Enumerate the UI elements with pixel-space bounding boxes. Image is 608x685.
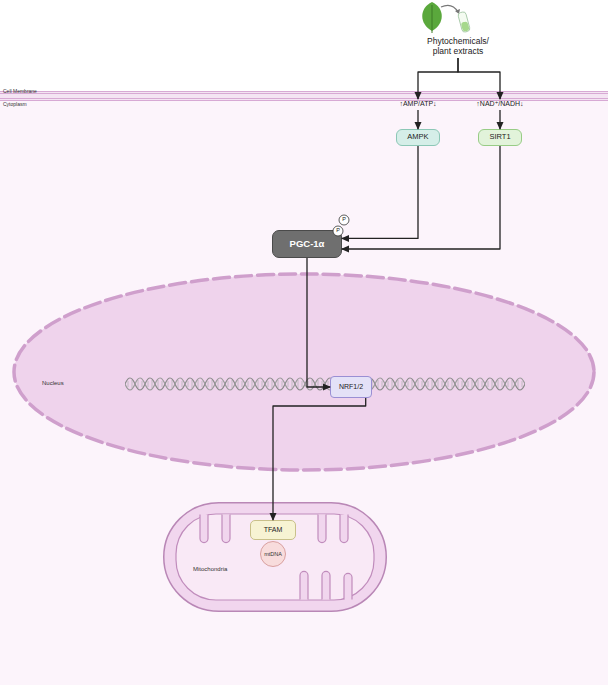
membrane-line [0, 91, 608, 92]
inner-membrane [176, 514, 374, 600]
phosphate-label: P [342, 217, 346, 223]
membrane-band [0, 91, 608, 101]
coactivator-box: PGC-1α [272, 230, 342, 258]
tfam-box: TFAM [250, 520, 296, 540]
node-text: Mitochondria [193, 566, 227, 573]
mtdna-circle: mtDNA [260, 541, 286, 567]
membrane-line [0, 98, 608, 99]
nucleus-ellipse: Nucleus NRF1/2 [12, 272, 596, 472]
nucleus-ellipse-outline [12, 272, 596, 472]
sirtuin-box: SIRT1 [478, 129, 522, 146]
connector-arrow [458, 58, 500, 99]
phosphate-label: P [336, 228, 340, 234]
connector-arrow [417, 110, 418, 129]
connector-arrow [342, 146, 500, 249]
node-text: PGC-1α [290, 239, 325, 250]
node-text: AMPK [407, 133, 428, 142]
connector-arrow [342, 146, 418, 238]
node-text: Phytochemicals/ plant extracts [420, 37, 496, 57]
node-text: TFAM [264, 526, 283, 534]
node-text: SIRT1 [489, 133, 510, 142]
connector-arrow [499, 110, 500, 129]
tube-icon [458, 11, 471, 32]
transcription-factor-box: NRF1/2 [330, 376, 372, 398]
leaf-icon [422, 2, 442, 33]
kinase-box: AMPK [396, 129, 440, 146]
connector-arrow [418, 58, 458, 99]
region-label: Cytoplasm [3, 102, 27, 107]
cytoplasm-area [0, 101, 608, 685]
phosphate-circle [333, 226, 343, 236]
phosphate-circle [339, 215, 349, 225]
source-label: Phytochemicals/ plant extracts [420, 36, 496, 58]
membrane-line [0, 93, 608, 94]
node-text: ↑NAD⁺/NADH↓ [476, 100, 523, 108]
dna-helix [125, 376, 525, 392]
node-text: Nucleus [42, 380, 64, 387]
ratio-text: ↑AMP/ATP↓ [388, 99, 448, 110]
region-label: Cell Membrane [3, 89, 37, 94]
node-text: NRF1/2 [339, 383, 363, 391]
node-text: ↑AMP/ATP↓ [399, 100, 436, 108]
node-text: mtDNA [264, 551, 282, 557]
ratio-text: ↑NAD⁺/NADH↓ [468, 99, 532, 110]
